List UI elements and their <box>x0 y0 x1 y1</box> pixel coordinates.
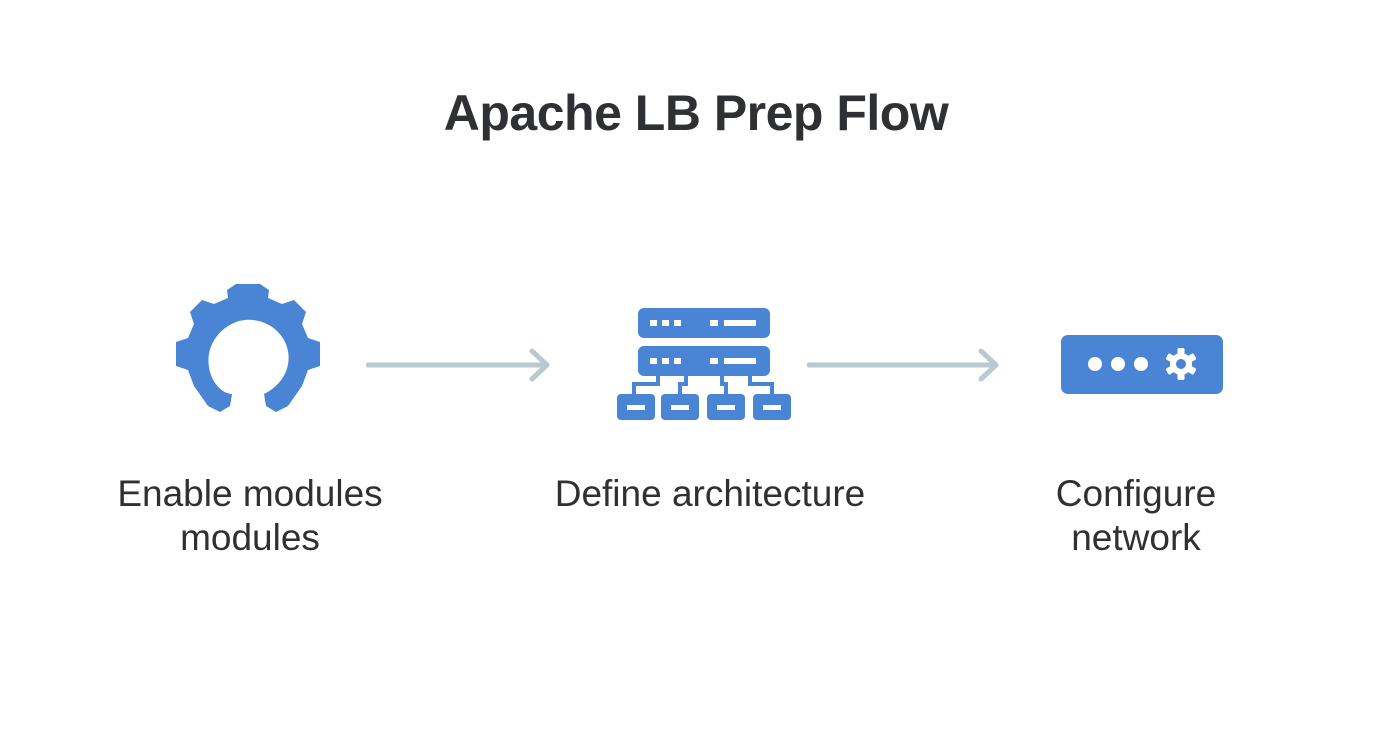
network-config-icon <box>1061 335 1223 394</box>
diagram-title: Apache LB Prep Flow <box>443 85 949 141</box>
step-label-line: Configure <box>1055 473 1217 514</box>
step-label-define-architecture: Define architecture <box>500 472 920 516</box>
flow-arrow-2 <box>807 348 999 382</box>
step-label-line: network <box>1071 517 1201 558</box>
step-label-configure-network: Configure network <box>986 472 1286 560</box>
step-label-enable-modules: Enable modules modules <box>60 472 440 560</box>
step-label-line: Enable modules <box>117 473 383 514</box>
step-label-line: modules <box>180 517 320 558</box>
step-label-line: Define architecture <box>554 473 866 514</box>
gear-icon <box>176 284 320 412</box>
server-network-icon <box>617 308 791 420</box>
flow-arrow-1 <box>366 348 550 382</box>
